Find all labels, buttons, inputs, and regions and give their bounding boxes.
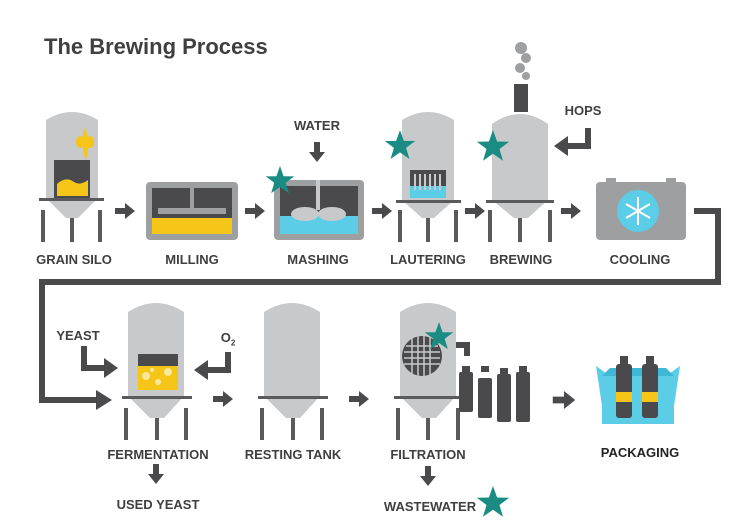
bottles-icon (459, 366, 530, 422)
label-brewing: BREWING (489, 252, 553, 267)
label-yeast: YEAST (56, 328, 100, 343)
label-grain-silo: GRAIN SILO (36, 252, 112, 267)
label-lautering: LAUTERING (390, 252, 466, 267)
oxygen-input-arrow (194, 352, 231, 380)
label-filtration: FILTRATION (390, 447, 466, 462)
arrow-right-icon (372, 203, 392, 219)
arrow-right-icon (115, 203, 135, 219)
mashing-icon (265, 142, 364, 240)
arrow-down-icon (148, 464, 164, 484)
snowflake-icon (625, 197, 651, 225)
label-fermentation: FERMENTATION (107, 447, 209, 462)
label-water: WATER (294, 118, 340, 133)
label-mashing: MASHING (287, 252, 349, 267)
oxygen-symbol: O (220, 330, 231, 345)
resting-tank-icon (258, 303, 328, 440)
grain-silo-icon (39, 112, 104, 242)
yeast-input-arrow (81, 346, 118, 378)
hops-input-arrow (554, 128, 591, 156)
cooling-icon (596, 178, 686, 240)
lautering-icon (384, 112, 461, 242)
label-cooling: COOLING (609, 252, 671, 267)
milling-icon (146, 182, 238, 240)
filtration-icon (394, 303, 530, 517)
row-connector-arrow (39, 208, 721, 410)
label-wastewater: WASTEWATER (383, 499, 477, 514)
label-oxygen: O2 (221, 330, 236, 348)
arrow-right-icon (561, 203, 581, 219)
label-resting-tank: RESTING TANK (244, 447, 342, 462)
label-used-yeast: USED YEAST (116, 497, 200, 512)
arrow-right-icon (213, 391, 233, 407)
oxygen-subscript: 2 (230, 338, 236, 348)
brewing-icon (476, 42, 591, 242)
page-title: The Brewing Process (44, 34, 268, 59)
arrow-right-icon (245, 203, 265, 219)
arrow-right-icon (349, 391, 369, 407)
label-hops: HOPS (564, 103, 602, 118)
arrow-right-icon (552, 391, 576, 409)
fermentation-icon (81, 303, 231, 484)
arrow-down-icon (420, 466, 436, 486)
arrow-right-icon (465, 203, 485, 219)
label-packaging: PACKAGING (600, 445, 680, 460)
label-milling: MILLING (165, 252, 219, 267)
packaging-icon (596, 356, 680, 424)
